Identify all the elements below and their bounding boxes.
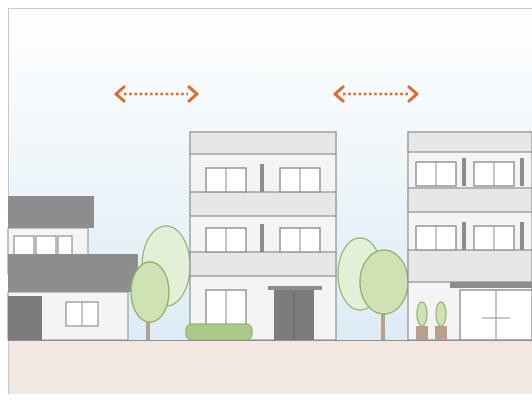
window-divider — [462, 158, 466, 186]
arrow-head-right — [407, 85, 419, 103]
potted-plant-icon — [435, 301, 447, 340]
floor-band — [407, 249, 532, 283]
arrow-head-right — [187, 85, 199, 103]
house-left — [7, 196, 138, 341]
tree-group-left — [130, 225, 191, 340]
hedge-icon — [185, 323, 253, 341]
arrow-head-left — [114, 85, 126, 103]
floor-band — [189, 191, 337, 217]
entrance-canopy — [268, 286, 322, 290]
house-lower-roof — [8, 254, 138, 292]
tree-icon — [359, 249, 409, 315]
ground — [8, 340, 532, 394]
window-divider — [260, 164, 264, 192]
apartment-roof-band — [407, 131, 532, 153]
arrow-head-left — [333, 85, 345, 103]
apartment-middle — [185, 131, 337, 341]
entrance-canopy — [450, 282, 532, 288]
floor-band — [189, 251, 337, 277]
window — [35, 235, 57, 257]
window-divider — [260, 224, 264, 252]
window-divider — [520, 158, 524, 186]
tree-group-right — [337, 237, 409, 340]
tree-trunk — [381, 306, 385, 340]
apartment-right — [407, 131, 532, 341]
window-divider — [520, 222, 524, 250]
window-divider — [462, 222, 466, 250]
house-upper-roof — [8, 196, 94, 228]
apartment-roof-band — [189, 131, 337, 155]
potted-plant-icon — [416, 301, 428, 340]
spacing-arrow-left — [114, 85, 199, 103]
spacing-arrow-right — [333, 85, 419, 103]
floor-band — [407, 187, 532, 213]
tree-icon — [130, 261, 170, 323]
window — [13, 235, 35, 257]
window — [57, 235, 73, 257]
house-door — [8, 296, 42, 340]
